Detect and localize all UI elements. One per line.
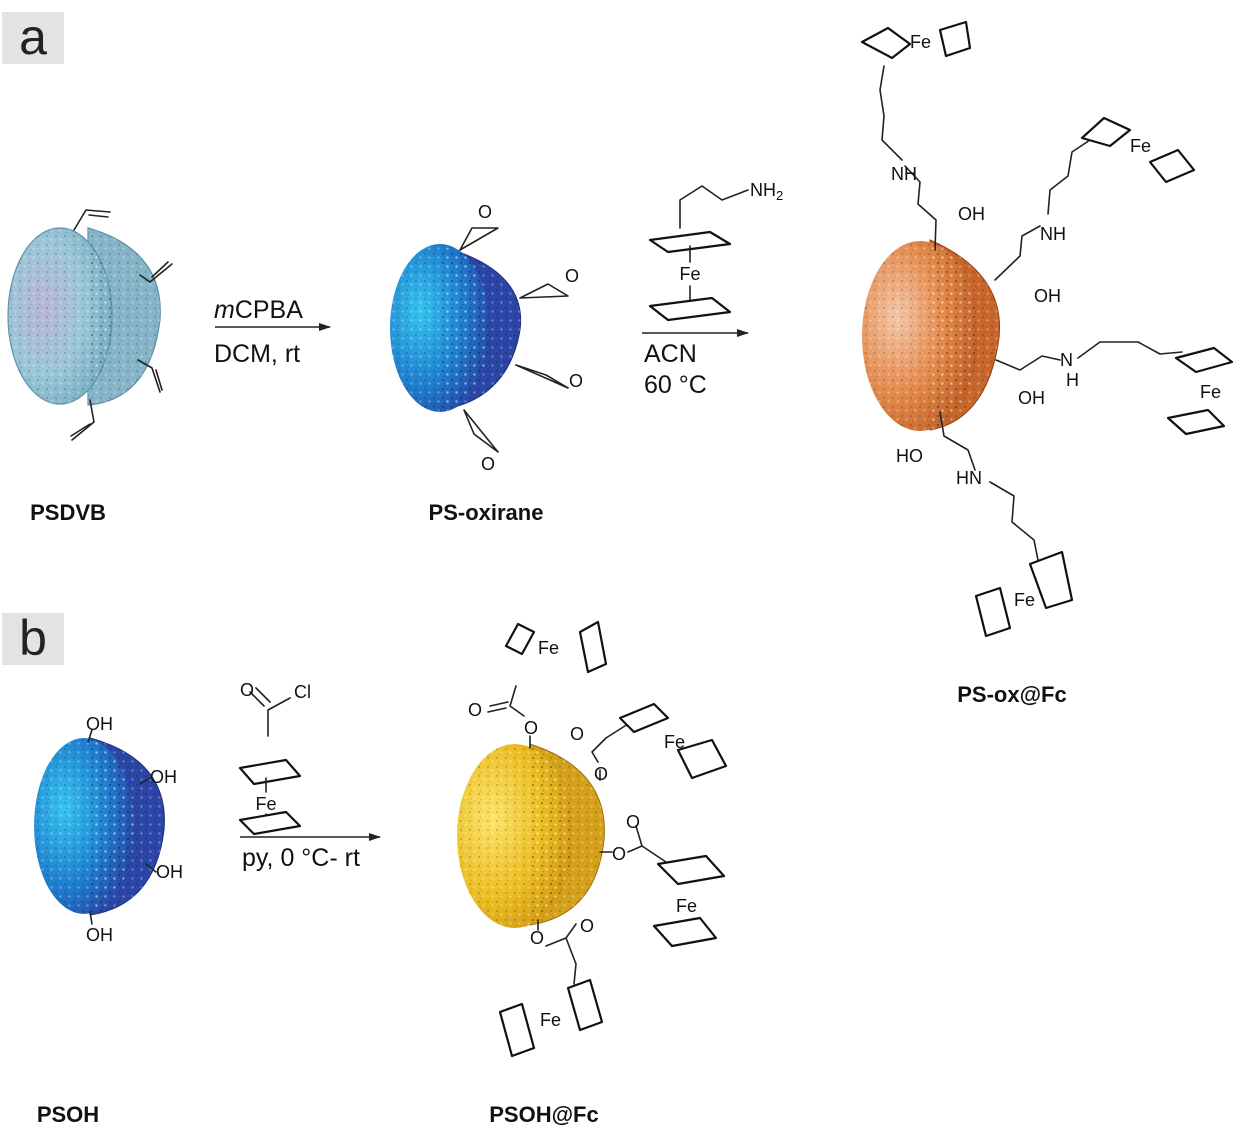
svg-text:O: O: [570, 724, 584, 744]
svg-text:Fe: Fe: [540, 1010, 561, 1030]
svg-text:OH: OH: [156, 862, 183, 882]
ps-oxirane-bead: [390, 244, 522, 412]
panel-a-label: a: [19, 9, 47, 65]
svg-text:2: 2: [776, 188, 783, 203]
psoh-fc-name: PSOH@Fc: [489, 1102, 598, 1127]
svg-text:OH: OH: [86, 925, 113, 945]
psdvb-name: PSDVB: [30, 500, 106, 525]
step3-conditions: py, 0 °C- rt: [242, 844, 360, 872]
svg-text:O: O: [478, 202, 492, 222]
svg-text:Fe: Fe: [1014, 590, 1035, 610]
ps-ox-fc-name: PS-ox@Fc: [957, 682, 1066, 707]
psoh-bead: [34, 737, 165, 916]
svg-text:OH: OH: [86, 714, 113, 734]
svg-text:O: O: [569, 371, 583, 391]
svg-text:O: O: [481, 454, 495, 474]
svg-text:Fe: Fe: [664, 732, 685, 752]
svg-text:HO: HO: [896, 446, 923, 466]
svg-text:NH: NH: [1040, 224, 1066, 244]
aminopropylferrocene-reagent: NH 2 Fe: [648, 180, 783, 322]
svg-text:O: O: [580, 916, 594, 936]
step2-temperature: 60 °C: [644, 371, 707, 399]
svg-text:O: O: [565, 266, 579, 286]
ps-oxirane-name: PS-oxirane: [429, 500, 544, 525]
svg-text:HN: HN: [956, 468, 982, 488]
svg-text:Fe: Fe: [910, 32, 931, 52]
svg-text:OH: OH: [150, 767, 177, 787]
svg-text:OH: OH: [1034, 286, 1061, 306]
svg-text:Cl: Cl: [294, 682, 311, 702]
psoh-name: PSOH: [37, 1102, 99, 1127]
svg-text:O: O: [524, 718, 538, 738]
svg-text:Fe: Fe: [679, 264, 700, 284]
svg-text:NH: NH: [891, 164, 917, 184]
svg-text:O: O: [594, 764, 608, 784]
step1-reagent: mCPBA: [214, 296, 303, 324]
svg-text:O: O: [626, 812, 640, 832]
psoh-fc-bead: [457, 743, 605, 928]
oxirane-groups: O O O O: [459, 202, 583, 474]
svg-text:Fe: Fe: [538, 638, 559, 658]
ferrocenoyl-chloride-reagent: O Cl Fe: [238, 680, 311, 836]
vinyl-groups: [70, 209, 173, 441]
svg-text:O: O: [240, 680, 254, 700]
panel-b-background: [2, 613, 64, 665]
step1-solvent: DCM, rt: [214, 340, 300, 368]
svg-text:OH: OH: [958, 204, 985, 224]
panel-b-label: b: [19, 610, 47, 666]
svg-text:O: O: [530, 928, 544, 948]
svg-text:O: O: [612, 844, 626, 864]
svg-text:Fe: Fe: [1130, 136, 1151, 156]
svg-text:H: H: [1066, 370, 1079, 390]
ps-ox-fc-bead: [862, 239, 1001, 431]
svg-text:Fe: Fe: [255, 794, 276, 814]
psoh-hydroxyls: OH OH OH OH: [86, 714, 183, 945]
psoh-fc-ester-groups: O O Fe O O Fe O O Fe O O Fe: [468, 620, 728, 1058]
svg-text:N: N: [1060, 350, 1073, 370]
ps-ox-fc-substituents: NH OH Fe NH OH Fe N H OH Fe HO HN Fe: [860, 20, 1234, 638]
psdvb-bead: [7, 227, 161, 406]
panel-a-background: [2, 12, 64, 64]
svg-text:Fe: Fe: [1200, 382, 1221, 402]
svg-text:Fe: Fe: [676, 896, 697, 916]
svg-text:OH: OH: [1018, 388, 1045, 408]
svg-text:O: O: [468, 700, 482, 720]
step2-solvent: ACN: [644, 340, 697, 368]
svg-text:NH: NH: [750, 180, 776, 200]
